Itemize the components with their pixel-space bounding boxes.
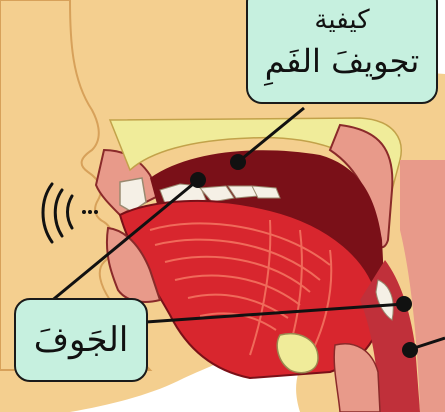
callout-top-line1: كيفية — [314, 5, 369, 35]
callout-top-line2: تجويفَ الفَمِ — [265, 41, 419, 81]
pointer-dot-pharynx — [402, 342, 418, 358]
callout-jawf: الجَوفَ — [14, 298, 148, 382]
callout-mouth-cavity: كيفية تجويفَ الفَمِ — [246, 0, 438, 104]
pointer-dot-throat — [396, 296, 412, 312]
airflow-dots — [82, 210, 98, 214]
pointer-dot-palate — [190, 172, 206, 188]
callout-left-label: الجَوفَ — [34, 320, 129, 360]
pointer-dot-mouth — [230, 154, 246, 170]
